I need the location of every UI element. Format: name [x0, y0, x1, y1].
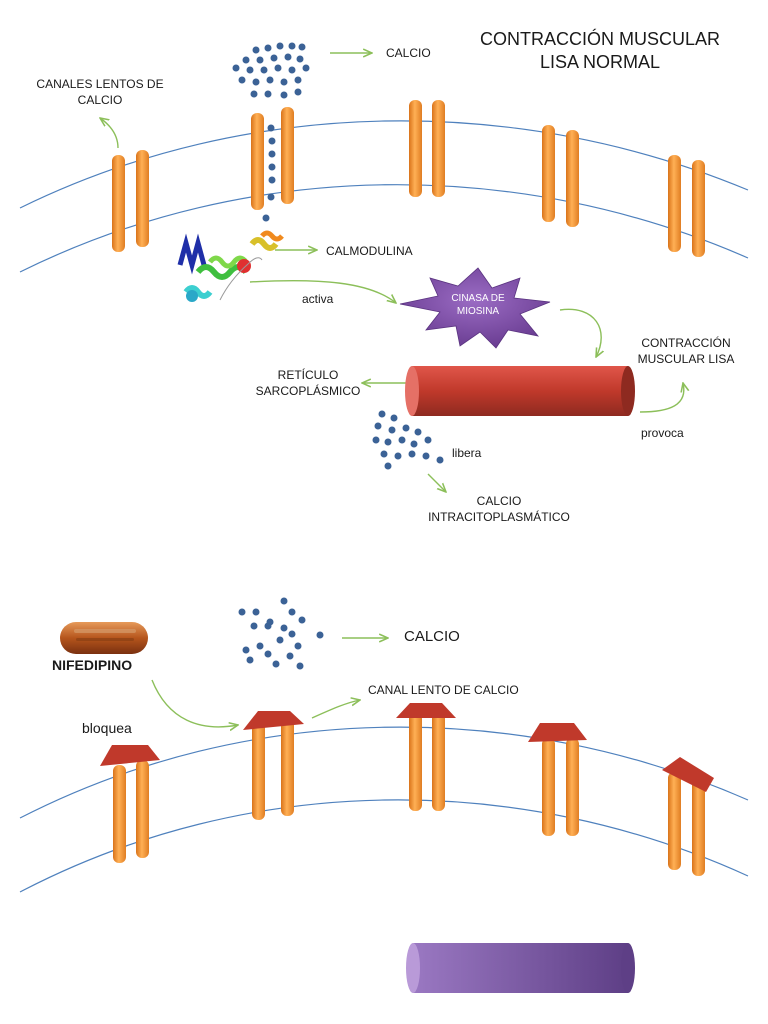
arrow-to-canal-lento [311, 700, 360, 719]
diagram-title: CONTRACCIÓN MUSCULAR LISA NORMAL [470, 28, 730, 75]
membrane-inner-line-bottom [19, 799, 749, 893]
sarcoplasmic-reticulum-cylinder [405, 366, 635, 416]
arrow-bloquea [151, 679, 238, 727]
calmodulina-label: CALMODULINA [326, 244, 413, 258]
reticulo-sarcoplasmico-label: RETÍCULO SARCOPLÁSMICO [255, 368, 361, 398]
calcio-label-bottom: CALCIO [404, 628, 460, 645]
arrow-provoca [639, 383, 684, 413]
calcium-channel [112, 150, 149, 252]
calcium-ion-cluster-bottom [238, 597, 324, 670]
arrow-to-calcio-intra [427, 473, 446, 492]
calcium-channel [542, 125, 579, 227]
provoca-label: provoca [641, 426, 684, 440]
blocked-calcium-channel [528, 723, 587, 836]
activa-label: activa [302, 292, 334, 306]
calcio-label: CALCIO [386, 46, 431, 60]
libera-label: libera [452, 446, 482, 460]
membrane-outer-line [19, 120, 749, 209]
calcio-intracitoplasmatico-label: CALCIO INTRACITOPLASMÁTICO [428, 494, 570, 524]
canal-lento-label: CANAL LENTO DE CALCIO [368, 683, 519, 697]
calcium-ion-cluster [232, 42, 310, 99]
bloquea-label: bloquea [82, 720, 132, 736]
relaxed-muscle-cylinder [406, 943, 635, 993]
contraccion-muscular-lisa-label: CONTRACCIÓN MUSCULAR LISA [637, 336, 735, 366]
arrow-cinasa-to-reticulum [559, 308, 601, 357]
membrane-outer-line-bottom [19, 726, 749, 819]
calcium-ion-flow [262, 124, 276, 222]
blocked-calcium-channel [396, 703, 456, 811]
arrow-activa [249, 279, 396, 303]
myosin-kinase-star [399, 267, 551, 349]
blocked-calcium-channel [100, 745, 160, 863]
nifedipine-capsule-image [60, 622, 148, 654]
arrow-to-canales-label [100, 118, 119, 149]
calcium-channel [409, 100, 445, 197]
cinasa-de-miosina-label: CINASA DE MIOSINA [451, 293, 505, 317]
calcium-channel [668, 155, 705, 257]
title-line-2: LISA NORMAL [539, 52, 661, 73]
calmodulin-protein-image [177, 230, 284, 302]
calcium-channel-open [251, 107, 294, 210]
blocked-calcium-channel [662, 757, 714, 876]
title-line-1: CONTRACCIÓN MUSCULAR [479, 29, 720, 49]
canales-lentos-label: CANALES LENTOS DE CALCIO [36, 77, 164, 107]
blocked-calcium-channel [243, 711, 304, 820]
released-calcium-cluster [372, 410, 444, 470]
nifedipino-label: NIFEDIPINO [52, 657, 133, 673]
